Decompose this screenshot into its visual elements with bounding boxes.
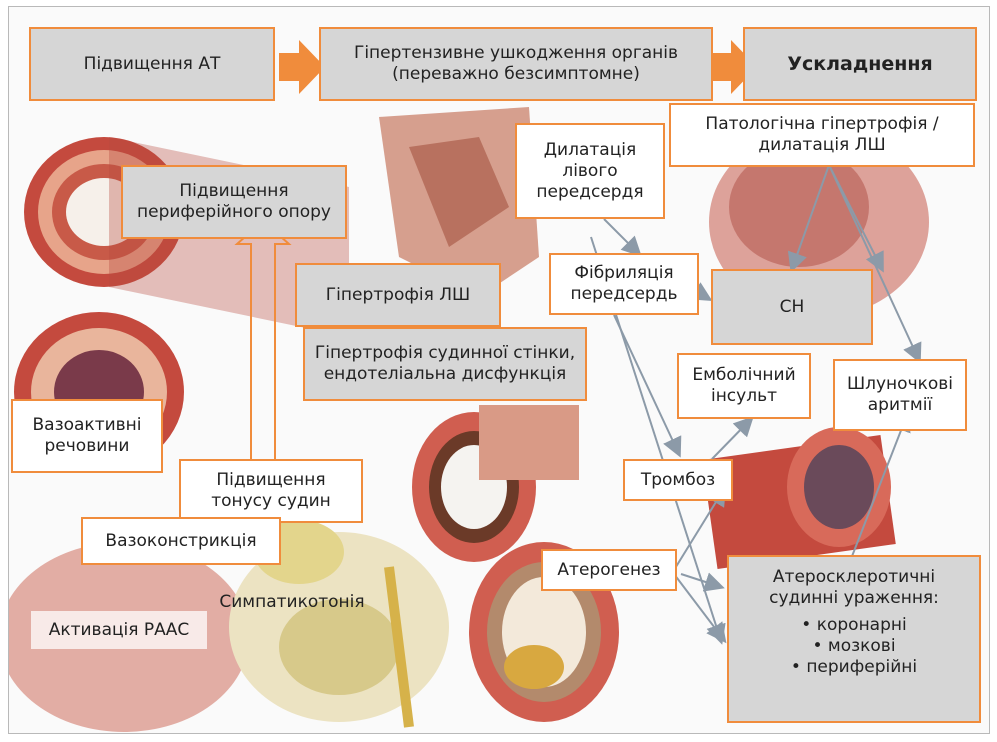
atherosclerotic-item: периферійні xyxy=(737,657,971,678)
atherosclerotic-title: Атеросклеротичні судинні ураження: xyxy=(737,567,971,609)
node-lv-hypertrophy: Гіпертрофія ЛШ xyxy=(295,263,501,327)
step-raised-bp: Підвищення АТ xyxy=(29,27,275,101)
node-sympathicotonia: Симпатикотонія xyxy=(207,585,377,619)
node-raas-activation: Активація РААС xyxy=(31,611,207,649)
atherosclerotic-list: коронарні мозкові периферійні xyxy=(737,615,971,678)
node-vascular-tone: Підвищення тонусу судин xyxy=(179,459,363,523)
step-complications: Ускладнення xyxy=(743,27,977,101)
node-peripheral-resistance: Підвищення периферійного опору xyxy=(121,165,347,239)
step-organ-damage: Гіпертензивне ушкодження органів (перева… xyxy=(319,27,713,101)
node-pathologic-hypertrophy: Патологічна гіпертрофія / дилатація ЛШ xyxy=(669,103,975,167)
node-left-atrium-dilation: Дилатація лівого передсердя xyxy=(515,123,665,219)
node-atherogenesis: Атерогенез xyxy=(541,549,677,591)
node-thrombosis: Тромбоз xyxy=(623,459,733,501)
node-vascular-wall-hypertrophy: Гіпертрофія судинної стінки, ендотеліаль… xyxy=(303,327,587,401)
node-vasoactive-substances: Вазоактивні речовини xyxy=(11,399,163,473)
node-heart-failure: СН xyxy=(711,269,873,345)
diagram-frame: Підвищення АТ Гіпертензивне ушкодження о… xyxy=(8,6,990,734)
node-atherosclerotic-lesions: Атеросклеротичні судинні ураження: корон… xyxy=(727,555,981,723)
atherosclerotic-item: мозкові xyxy=(737,636,971,657)
node-vasoconstriction: Вазоконстрикція xyxy=(81,517,281,565)
artery-illustration-center xyxy=(412,405,579,562)
atherosclerotic-item: коронарні xyxy=(737,615,971,636)
node-embolic-stroke: Емболічний інсульт xyxy=(677,353,811,419)
node-ventricular-arrhythmias: Шлуночкові аритмії xyxy=(833,359,967,431)
node-atrial-fibrillation: Фібриляція передсердь xyxy=(549,253,699,315)
